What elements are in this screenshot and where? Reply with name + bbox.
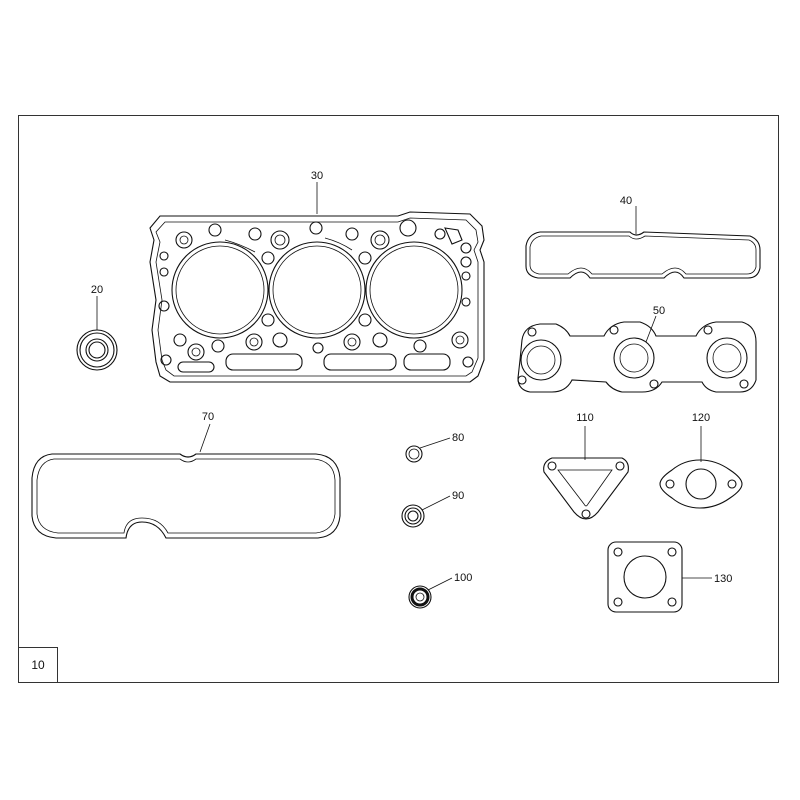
square-gasket-130 <box>607 541 683 613</box>
callout-120: 120 <box>692 412 710 424</box>
callout-80: 80 <box>452 432 464 444</box>
leader-90 <box>421 495 451 511</box>
seal-90 <box>401 504 425 528</box>
rocker-cover-gasket-40 <box>525 231 761 279</box>
o-ring-80 <box>405 445 423 463</box>
callout-40: 40 <box>620 195 632 207</box>
page-number-box: 10 <box>18 647 58 683</box>
callout-70: 70 <box>202 411 214 423</box>
callout-50: 50 <box>653 305 665 317</box>
page-number: 10 <box>31 658 45 672</box>
callout-30: 30 <box>311 170 323 182</box>
diagram-frame <box>18 115 779 683</box>
seal-20 <box>76 329 118 371</box>
oil-pan-gasket-70 <box>31 453 341 539</box>
manifold-gasket-50 <box>517 321 757 393</box>
leader-100 <box>427 577 453 591</box>
seal-100 <box>408 585 432 609</box>
oval-gasket-120 <box>659 459 743 509</box>
cylinder-head-gasket-30 <box>149 211 485 383</box>
callout-130: 130 <box>714 573 732 585</box>
callout-100: 100 <box>454 572 472 584</box>
callout-20: 20 <box>91 284 103 296</box>
callout-90: 90 <box>452 490 464 502</box>
callout-110: 110 <box>576 412 594 424</box>
leader-70 <box>199 423 211 453</box>
leader-80 <box>419 437 451 449</box>
leader-50 <box>645 315 657 343</box>
triangle-gasket-110 <box>543 457 629 520</box>
